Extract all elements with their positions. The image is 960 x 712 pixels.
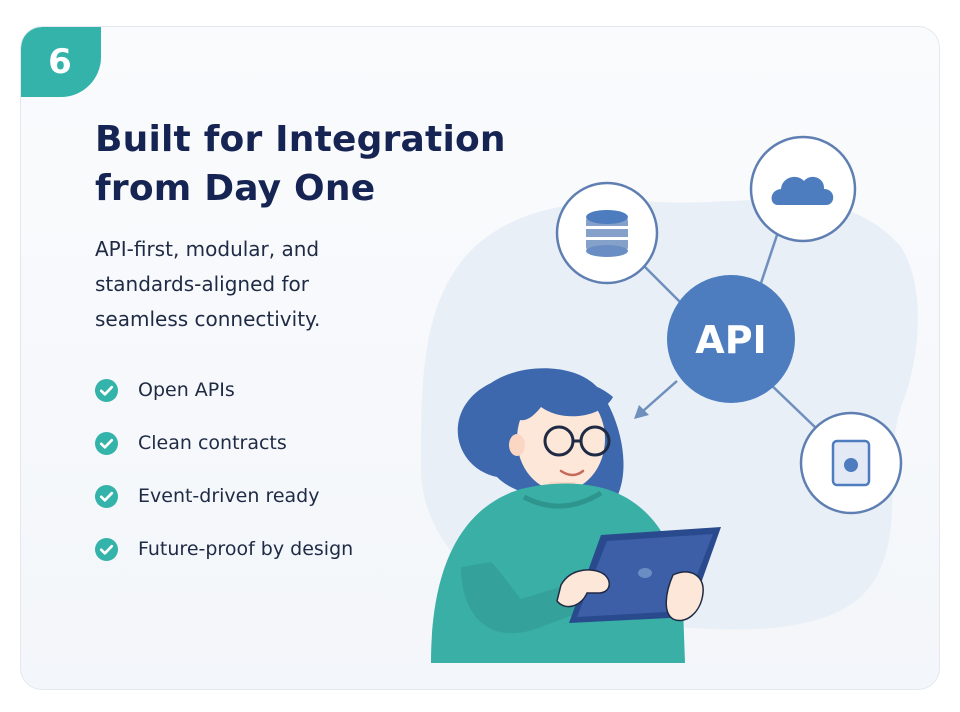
feature-card: 6 Built for Integration from Day One API…	[20, 26, 940, 690]
intro-text: API-first, modular, and standards-aligne…	[95, 237, 321, 331]
feature-item: Clean contracts	[95, 430, 353, 456]
device-icon	[831, 439, 871, 487]
feature-list: Open APIs Clean contracts Event-driven r…	[95, 377, 353, 589]
integration-illustration: API	[421, 135, 918, 663]
connector-line	[757, 234, 779, 290]
connector-arrow-line	[642, 380, 678, 412]
person-hand	[556, 569, 610, 608]
check-circle-icon	[95, 484, 118, 508]
feature-label: Clean contracts	[138, 432, 287, 454]
check-circle-icon	[95, 378, 118, 402]
api-hub	[667, 275, 795, 403]
arrow-head-icon	[634, 405, 649, 419]
glasses-icon	[543, 425, 611, 457]
page-title: Built for Integration from Day One	[95, 119, 506, 209]
feature-item: Event-driven ready	[95, 483, 353, 509]
api-hub-label: API	[695, 318, 766, 362]
person-hand	[665, 571, 704, 622]
connector-line	[766, 380, 818, 430]
feature-item: Future-proof by design	[95, 536, 353, 562]
check-circle-icon	[95, 431, 118, 455]
feature-label: Event-driven ready	[138, 485, 320, 507]
database-icon	[586, 210, 628, 257]
feature-item: Open APIs	[95, 377, 353, 403]
feature-label: Future-proof by design	[138, 538, 354, 560]
feature-label: Open APIs	[138, 379, 235, 401]
step-number-badge: 6	[21, 27, 101, 97]
check-circle-icon	[95, 537, 118, 561]
connector-line	[642, 264, 684, 306]
cloud-icon	[771, 176, 834, 205]
